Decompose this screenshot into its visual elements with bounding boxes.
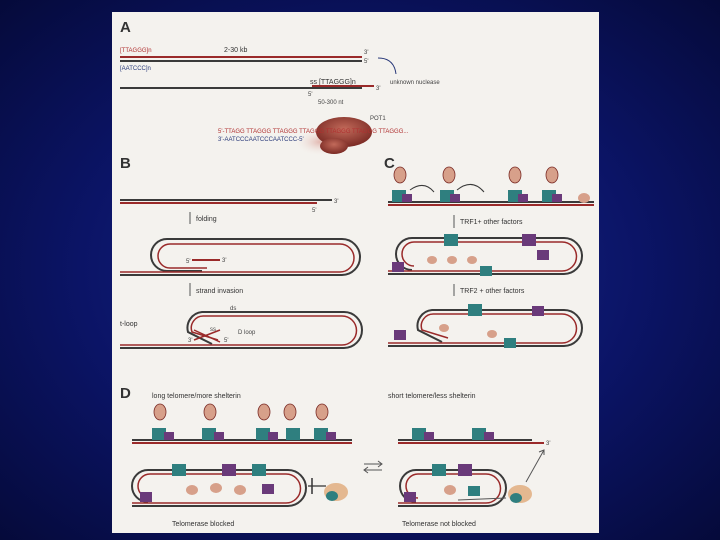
shelterin-complex — [392, 166, 590, 203]
c-tloop-outer — [388, 309, 583, 347]
three-prime-label: 3' — [364, 50, 368, 56]
trf2-label: TRF2 + other factors — [460, 288, 525, 295]
five-prime-label: 5' — [364, 59, 368, 65]
linear-five-prime: 5' — [312, 208, 316, 214]
left-title: long telomere/more shelterin — [152, 393, 241, 400]
c-folded-proteins — [392, 234, 549, 276]
pot1-label: POT1 — [370, 116, 386, 122]
strand-invasion-label: strand invasion — [196, 288, 243, 295]
dloop-label: D loop — [238, 330, 256, 336]
c-tloop-inner — [388, 313, 578, 344]
tloop-label: t-loop — [120, 321, 138, 328]
c-strand-label: [AATCCC]n — [120, 66, 151, 72]
equilibrium-arrows — [363, 460, 383, 474]
left-linear-telomere — [132, 403, 352, 444]
tloop-crossover — [193, 329, 221, 343]
overhang-label: ss [TTAGGG]n — [310, 79, 356, 86]
tloop-outer — [120, 311, 363, 349]
c-tloop-proteins — [394, 304, 544, 348]
sequence-bottom: 3'-AATCCCAATCCCAATCCC-5' — [218, 137, 304, 143]
telomere-length-label: 2-30 kb — [224, 47, 247, 54]
trf1-label: TRF1+ other factors — [460, 219, 523, 226]
g-strand-label: [TTAGGG]n — [120, 48, 152, 54]
tloop-three-prime: 3' — [188, 338, 192, 344]
overhang-length-label: 50-300 nt — [318, 100, 344, 106]
overhang-three-prime: 3' — [376, 86, 380, 92]
right-linear-telomere — [398, 428, 544, 444]
telomere-diagram: A [TTAGGG]n 2-30 kb 3' 5' [AATCCC]n unkn… — [120, 19, 594, 528]
folded-telomere-inner — [120, 243, 355, 273]
c-folded-outer — [388, 237, 583, 275]
sequence-top: 5'-TTAGG TTAGGG TTAGGG TTAGGG TTAGGG TTA… — [218, 129, 409, 135]
panel-d-letter: D — [120, 385, 131, 402]
right-telomerase — [457, 449, 545, 503]
overhang-five-prime: 5' — [308, 92, 312, 98]
folded-telomere-outer — [120, 238, 361, 276]
pot1-domain — [320, 138, 348, 154]
left-telomerase — [308, 478, 348, 501]
folded-five-prime: 5' — [186, 259, 190, 265]
panel-c-letter: C — [384, 155, 395, 172]
c-folded-inner — [388, 241, 578, 272]
tloop-five-prime: 5' — [224, 338, 228, 344]
right-title: short telomere/less shelterin — [388, 393, 476, 400]
left-caption: Telomerase blocked — [172, 521, 234, 528]
ds-label: ds — [230, 306, 236, 312]
linear-three-prime: 3' — [334, 199, 338, 205]
folding-label: folding — [196, 216, 217, 223]
tloop-inner — [120, 315, 358, 346]
panel-a-letter: A — [120, 19, 131, 36]
figure-panel: A [TTAGGG]n 2-30 kb 3' 5' [AATCCC]n unkn… — [112, 12, 599, 533]
shelterin-row-linear — [388, 201, 594, 206]
right-folded-telomere — [398, 464, 507, 507]
right-three-prime: 3' — [546, 441, 550, 447]
panel-b-letter: B — [120, 155, 131, 172]
folded-three-prime: 3' — [222, 258, 226, 264]
nuclease-arrow — [377, 57, 397, 75]
nuclease-label: unknown nuclease — [390, 80, 440, 86]
left-folded-telomere — [131, 464, 307, 507]
right-caption: Telomerase not blocked — [402, 521, 476, 528]
ss-label: ss — [210, 327, 216, 333]
